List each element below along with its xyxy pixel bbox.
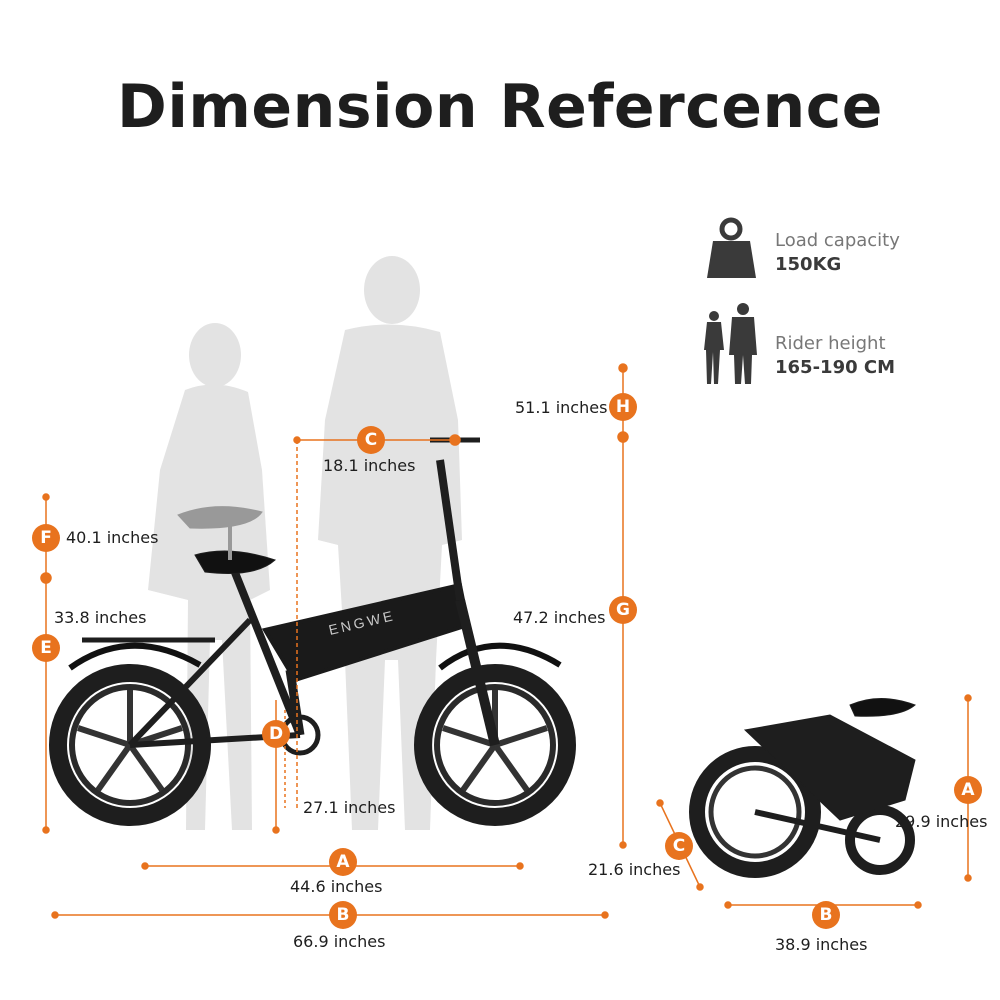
folded-e-bike: [689, 698, 916, 878]
woman-silhouette: [148, 323, 270, 830]
folded-dimension-label-a: 29.9 inches: [895, 812, 988, 831]
folded-dimension-badge-b: B: [812, 901, 840, 929]
e-bike: [49, 437, 576, 826]
dimension-label-f: 40.1 inches: [66, 528, 159, 547]
riders-icon: [704, 303, 757, 384]
dimension-badge-g: G: [609, 596, 637, 624]
folded-dimension-badge-c: C: [665, 832, 693, 860]
spec-value: 165-190 CM: [775, 357, 896, 378]
dimension-label-g: 47.2 inches: [513, 608, 606, 627]
dimension-badge-f: F: [32, 524, 60, 552]
dimension-badge-b: B: [329, 901, 357, 929]
dimension-badge-c: C: [357, 426, 385, 454]
page-title: Dimension Refercence: [117, 72, 883, 142]
folded-dimension-badge-a: A: [954, 776, 982, 804]
dimension-label-a: 44.6 inches: [290, 877, 383, 896]
man-silhouette: [318, 256, 462, 830]
dimension-label-h: 51.1 inches: [515, 398, 608, 417]
dimension-badge-a: A: [329, 848, 357, 876]
rider-height-spec: Rider height 165-190 CM: [775, 333, 895, 378]
spec-label: Rider height: [775, 333, 886, 354]
spec-label: Load capacity: [775, 230, 900, 251]
load-capacity-spec: Load capacity 150KG: [775, 230, 900, 275]
folded-dimension-label-b: 38.9 inches: [775, 935, 868, 954]
dimension-label-d: 27.1 inches: [303, 798, 396, 817]
dimension-badge-h: H: [609, 393, 637, 421]
dimension-badge-d: D: [262, 720, 290, 748]
dimension-label-c: 18.1 inches: [323, 456, 416, 475]
folded-dimension-label-c: 21.6 inches: [588, 860, 681, 879]
dimension-label-e: 33.8 inches: [54, 608, 147, 627]
dimension-badge-e: E: [32, 634, 60, 662]
weight-icon: [707, 217, 756, 278]
dimension-label-b: 66.9 inches: [293, 932, 386, 951]
spec-value: 150KG: [775, 254, 842, 275]
